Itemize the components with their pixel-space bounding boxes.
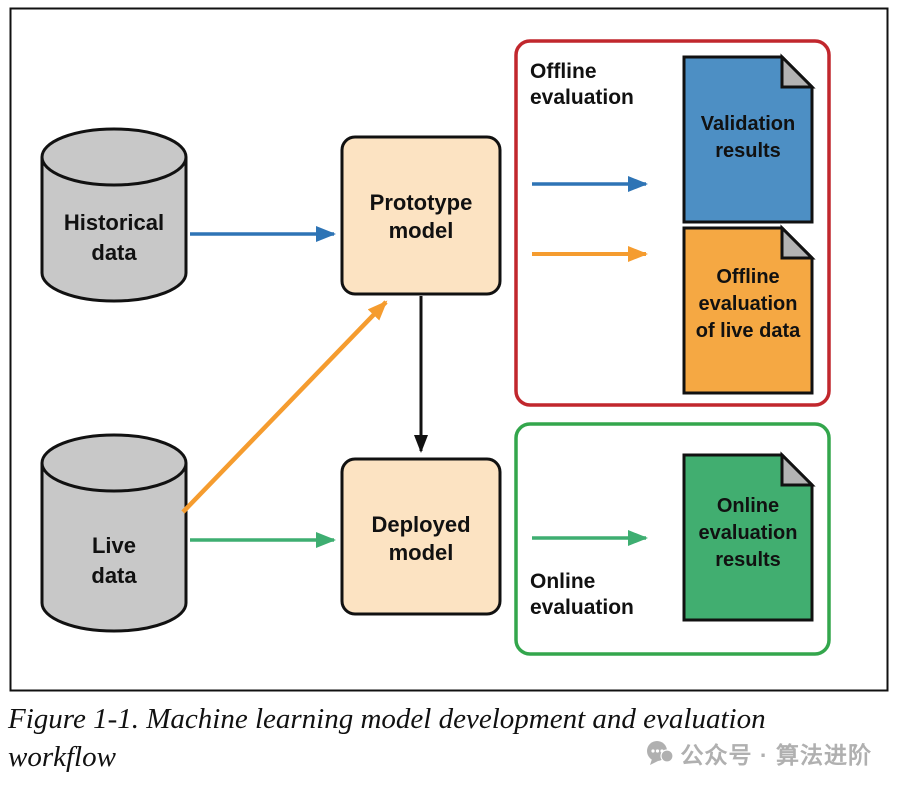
live-cylinder-top bbox=[40, 433, 188, 493]
watermark-text: 公众号 · 算法进阶 bbox=[680, 742, 872, 768]
online-doc-label-line3: results bbox=[715, 549, 781, 571]
watermark: 公众号 · 算法进阶 bbox=[645, 736, 872, 770]
prototype-model-rect bbox=[340, 135, 502, 296]
offline-evaluation-document: Offline evaluation of live data bbox=[682, 224, 816, 395]
online-group-label-line2: evaluation bbox=[530, 596, 634, 619]
online-evaluation-document: Online evaluation results bbox=[682, 451, 816, 622]
online-doc-label-line1: Online bbox=[717, 495, 779, 517]
chat-bubbles-icon bbox=[646, 741, 673, 765]
deployed-model-rect bbox=[340, 457, 502, 616]
offline-doc-fold bbox=[780, 224, 816, 260]
prototype-model-label-line2: model bbox=[389, 218, 454, 243]
workflow-diagram: Offline evaluation Online evaluation His… bbox=[9, 7, 889, 692]
historical-cylinder-body bbox=[40, 157, 188, 303]
validation-doc-fold bbox=[780, 53, 816, 89]
live-data-label-line2: data bbox=[91, 563, 137, 588]
offline-doc-label-line2: evaluation bbox=[699, 293, 798, 315]
historical-cylinder-top bbox=[40, 127, 188, 187]
offline-group-label-line2: evaluation bbox=[530, 86, 634, 109]
historical-data-label-line1: Historical bbox=[64, 210, 164, 235]
live-cylinder-body bbox=[40, 463, 188, 633]
online-group-label-line1: Online bbox=[530, 570, 595, 593]
prototype-model-label-line1: Prototype bbox=[370, 190, 473, 215]
offline-doc-body bbox=[682, 226, 814, 395]
offline-group-label-line1: Offline bbox=[530, 60, 597, 83]
live-data-label-line1: Live bbox=[92, 533, 136, 558]
deployed-model-label-line1: Deployed bbox=[371, 512, 470, 537]
offline-doc-label-line1: Offline bbox=[716, 266, 779, 288]
historical-data-label-line2: data bbox=[91, 240, 137, 265]
figure-caption-line2: workflow bbox=[8, 741, 116, 773]
live-data-cylinder: Live data bbox=[40, 433, 188, 633]
deployed-model-label-line2: model bbox=[389, 540, 454, 565]
validation-doc-body bbox=[682, 55, 814, 224]
historical-data-cylinder: Historical data bbox=[40, 127, 188, 303]
validation-doc-label-line2: results bbox=[715, 140, 781, 162]
figure-caption-line1: Figure 1-1. Machine learning model devel… bbox=[8, 703, 766, 735]
live-to-prototype-arrow bbox=[181, 300, 388, 514]
deployed-model-box: Deployed model bbox=[340, 457, 502, 616]
validation-doc-label-line1: Validation bbox=[701, 113, 795, 135]
prototype-model-box: Prototype model bbox=[340, 135, 502, 296]
online-doc-label-line2: evaluation bbox=[699, 522, 798, 544]
online-doc-fold bbox=[780, 451, 816, 487]
offline-doc-label-line3: of live data bbox=[696, 320, 801, 342]
validation-results-document: Validation results bbox=[682, 53, 816, 224]
figure-caption: Figure 1-1. Machine learning model devel… bbox=[8, 700, 878, 776]
diagram-border bbox=[9, 7, 889, 692]
online-doc-body bbox=[682, 453, 814, 622]
